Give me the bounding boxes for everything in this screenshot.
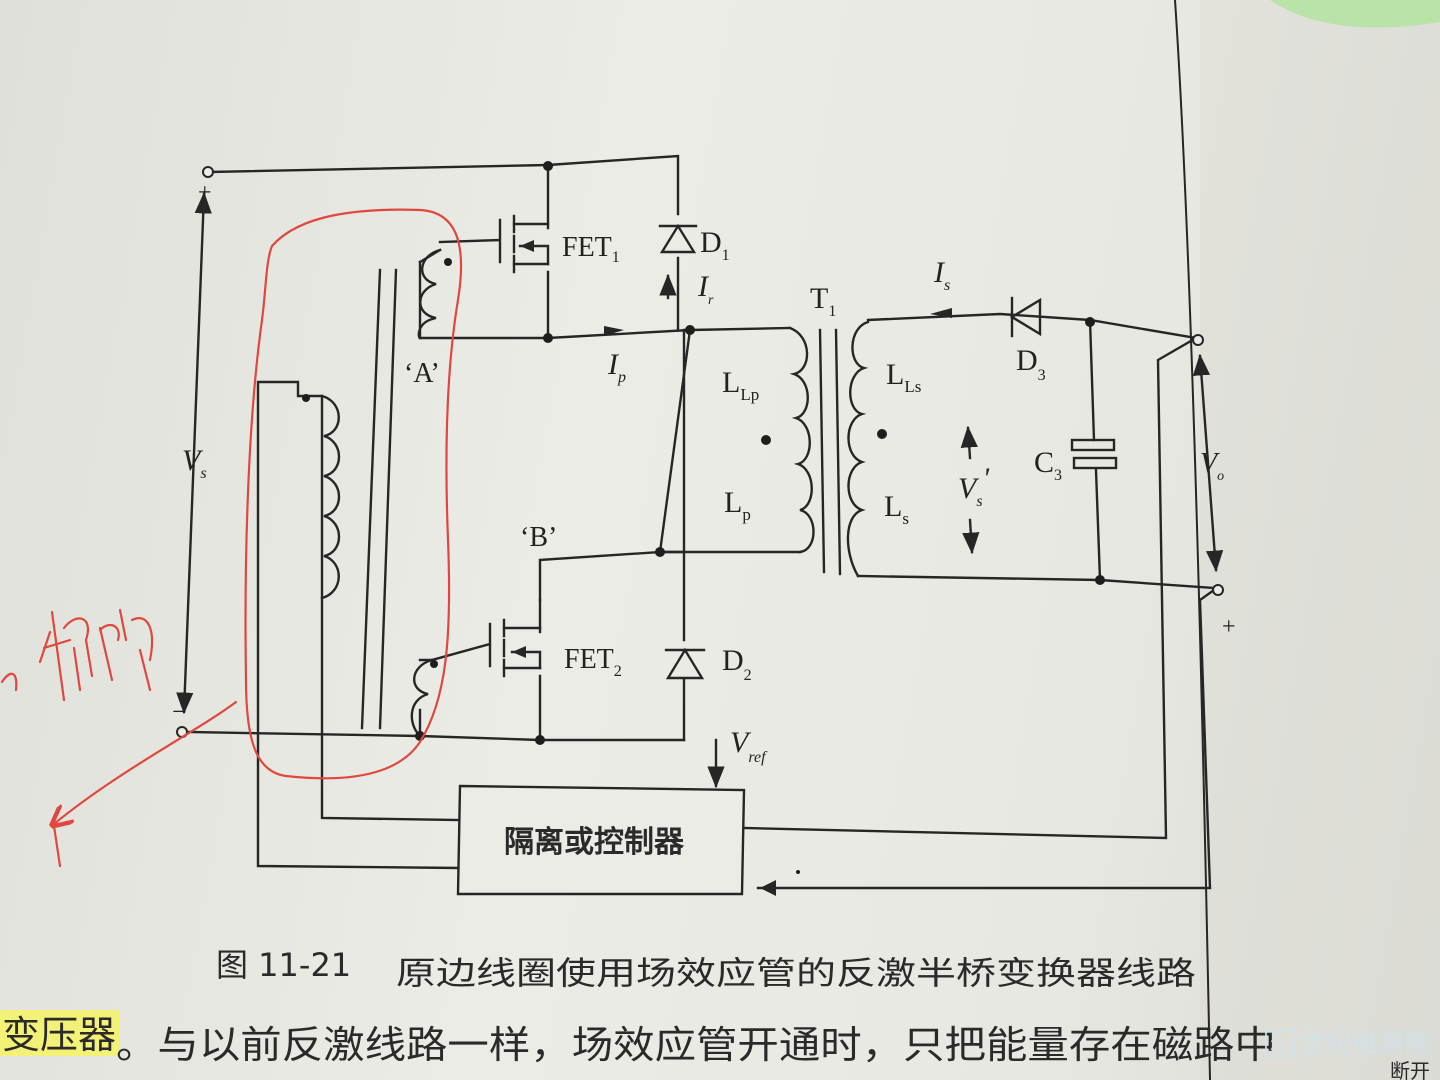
watermark: 21 世纪电源网	[1265, 1029, 1430, 1059]
vo-label: Vo	[1200, 448, 1224, 484]
capacitor-c3	[1070, 438, 1118, 470]
t1-label: T1	[810, 282, 836, 320]
vs-label: Vs	[182, 444, 207, 482]
feedback-arrow	[760, 880, 776, 896]
diode-d1	[658, 223, 698, 254]
winding-a	[417, 248, 452, 340]
d1-label: D1	[700, 226, 730, 264]
highlight-marker	[0, 1010, 120, 1056]
vs-prime-up-arrow	[960, 425, 978, 460]
caption-number: 图 11-21	[216, 946, 351, 984]
ip-label: Ip	[607, 348, 626, 386]
fet1-label: FET1	[562, 232, 620, 266]
c3-label: C3	[1034, 446, 1062, 484]
body-text-line: 变压器 。与以前反激线路一样，场效应管开通时，只把能量存在磁路中 断开	[0, 1010, 1430, 1080]
d2-label: D2	[722, 644, 752, 684]
red-annotation	[0, 208, 463, 868]
gate-transformer-core	[360, 268, 398, 730]
fet2-label: FET2	[564, 644, 622, 680]
body-text: 。与以前反激线路一样，场效应管开通时，只把能量存在磁路中	[116, 1023, 1276, 1067]
margin-note: 断开	[1390, 1059, 1430, 1080]
winding-b	[410, 658, 438, 738]
controller-label: 隔离或控制器	[504, 825, 685, 860]
highlighted-text: 变压器	[2, 1013, 116, 1057]
transformer-t1	[788, 320, 870, 578]
llp-label: LLp	[722, 366, 759, 404]
vs-arrow	[176, 191, 212, 715]
diode-d2	[664, 647, 706, 680]
vref-label: Vref	[730, 726, 768, 766]
ir-label: Ir	[697, 270, 714, 308]
diode-d3	[1009, 296, 1042, 338]
minus-bottom-label: −	[172, 697, 187, 726]
vs-prime-label: Vs'	[958, 462, 990, 510]
d3-label: D3	[1016, 344, 1046, 384]
ip-arrow	[604, 326, 624, 336]
wires	[186, 154, 1216, 890]
plus-top-label: +	[198, 180, 212, 206]
plus-out-label: +	[1222, 614, 1236, 640]
watermark-text: 世纪电源网	[1300, 1029, 1430, 1059]
node-b-label: ‘B’	[520, 522, 557, 553]
caption-text: 原边线圈使用场效应管的反激半桥变换器线路	[396, 954, 1196, 992]
page-fold	[1200, 0, 1440, 1080]
component-labels: FET1 FET2 D1 D2 D3 T1 C3 Ir Ip Is LLp Lp…	[172, 180, 1236, 766]
fet1-symbol	[438, 214, 550, 274]
lp-label: Lp	[724, 486, 751, 524]
green-object	[1270, 0, 1440, 28]
node-a-label: ‘A’	[404, 358, 440, 389]
figure-caption: 图 11-21 原边线圈使用场效应管的反激半桥变换器线路	[216, 946, 1196, 992]
junction-dots	[415, 161, 1105, 874]
watermark-logo: 21	[1270, 1037, 1288, 1054]
lls-label: LLs	[886, 358, 921, 396]
controller-winding	[302, 394, 341, 600]
vo-arrow	[1192, 353, 1224, 573]
ls-label: Ls	[884, 490, 909, 528]
controller-box: 隔离或控制器	[456, 784, 746, 896]
vs-prime-down-arrow	[962, 518, 980, 555]
fet2-symbol	[430, 618, 542, 678]
is-label: Is	[933, 256, 950, 294]
is-arrow	[930, 308, 952, 318]
